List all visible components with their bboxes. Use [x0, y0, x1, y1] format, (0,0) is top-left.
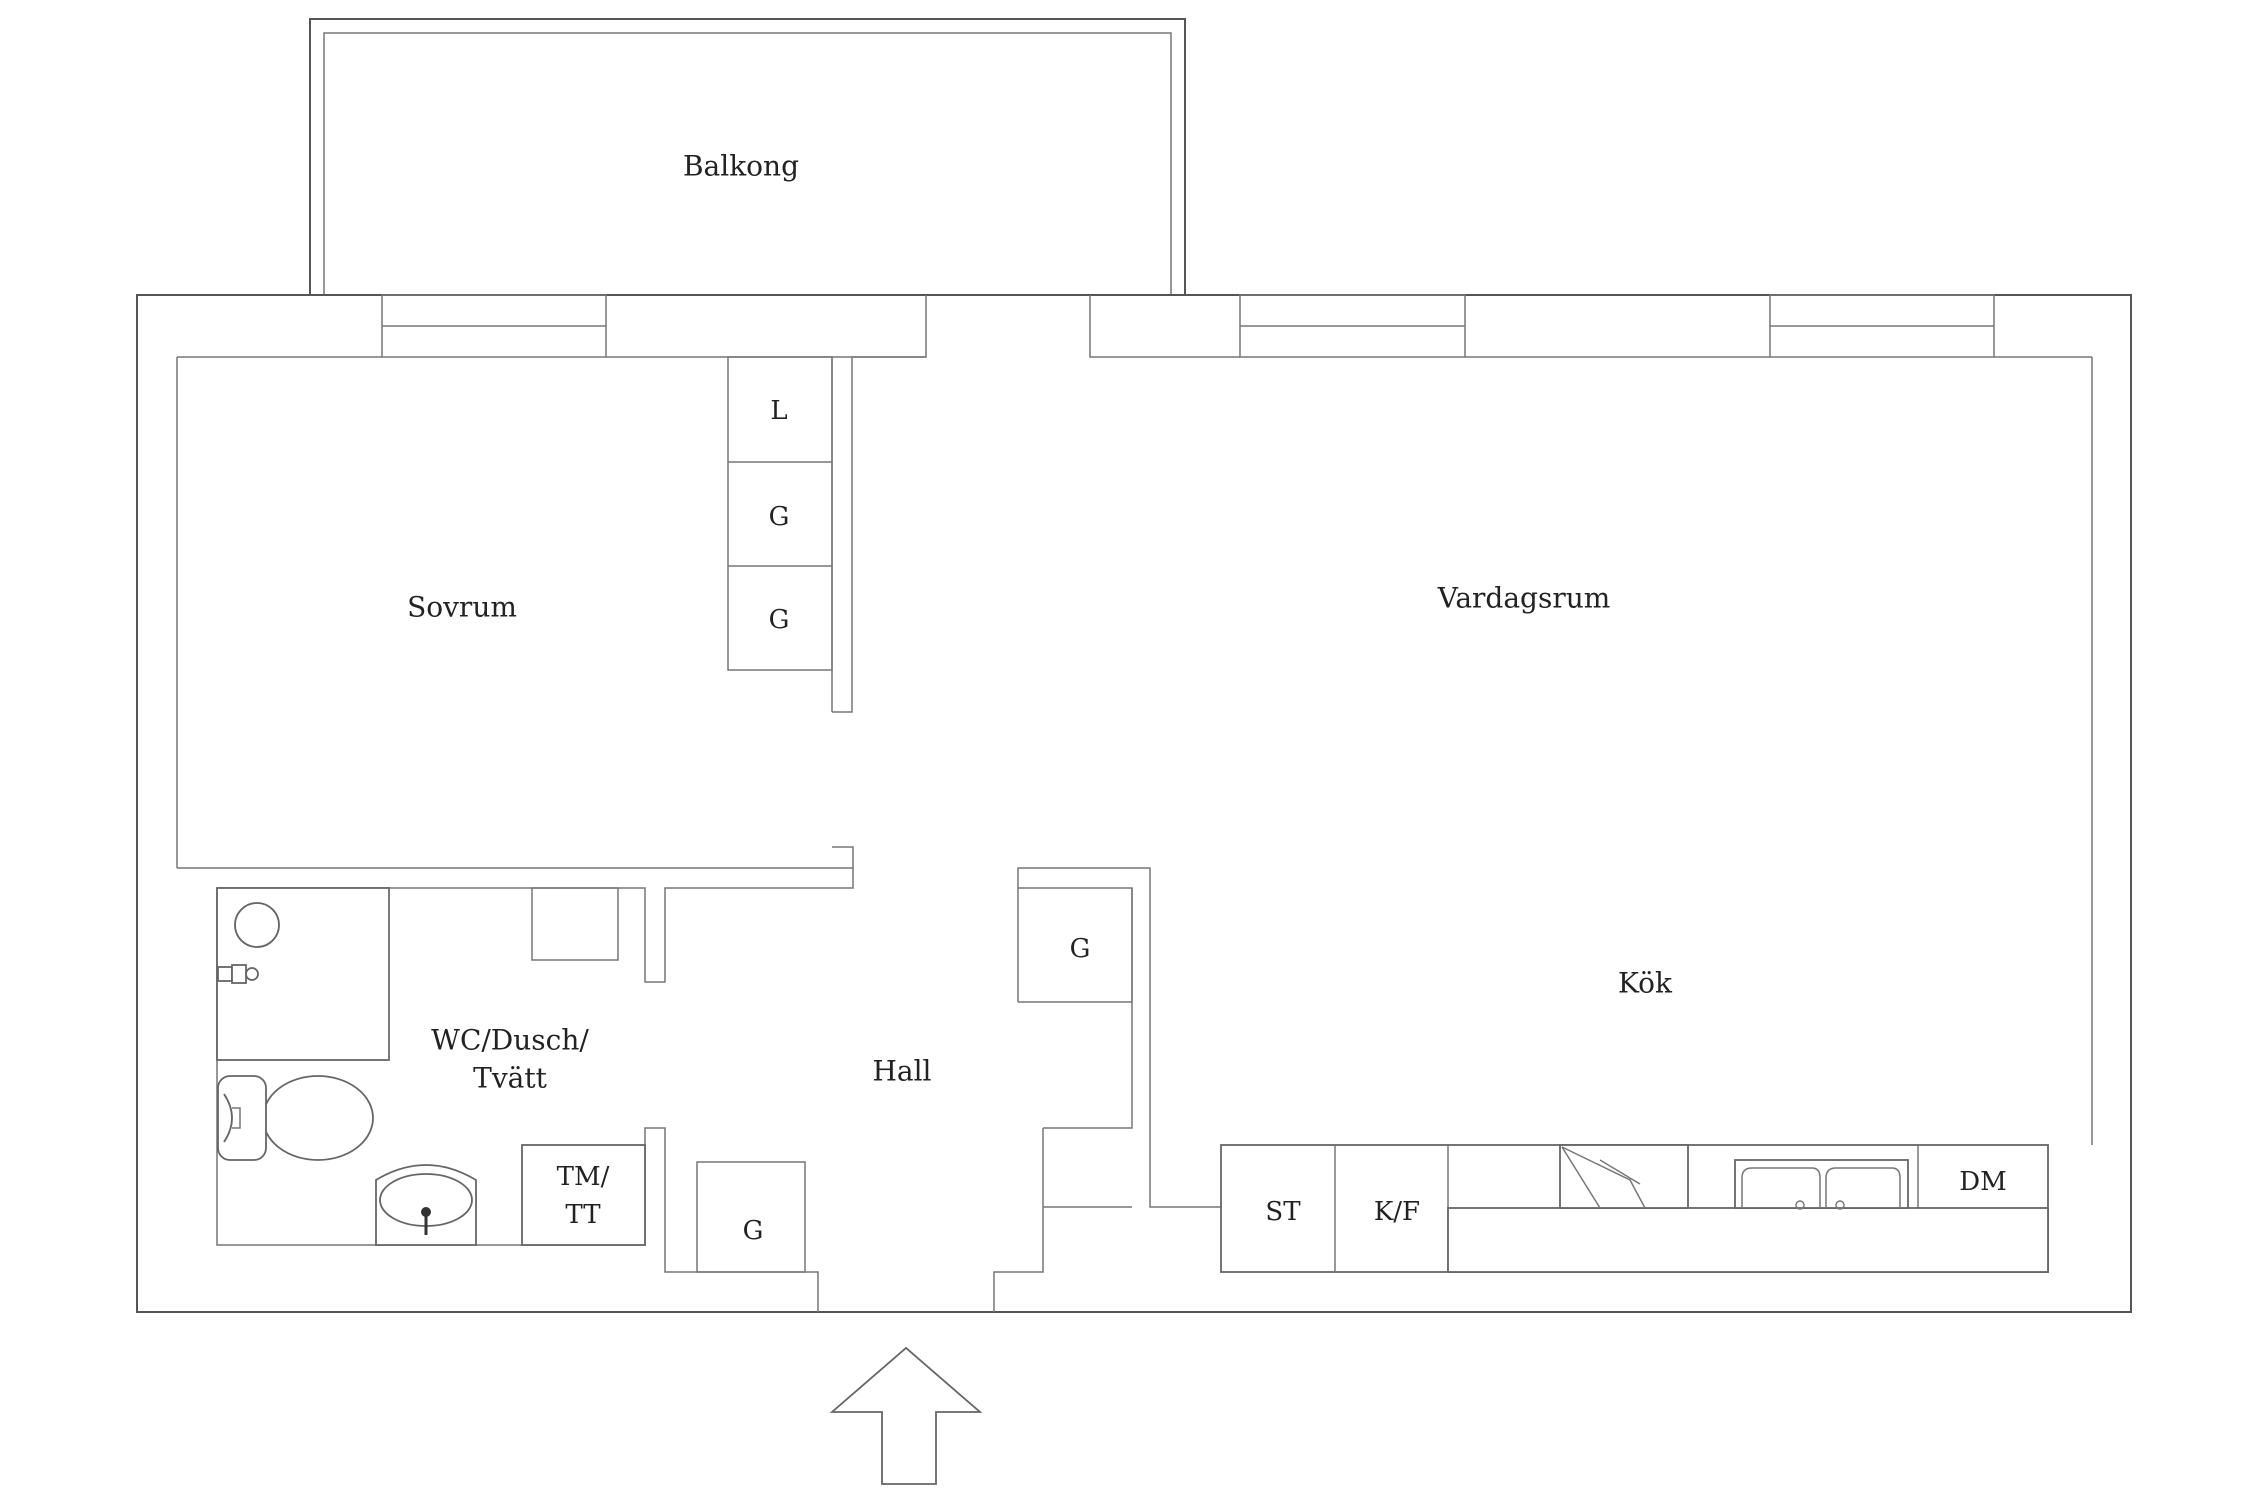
washbasin-icon — [375, 1164, 477, 1246]
closet-label-hall-upper: G — [1070, 934, 1091, 964]
closet-label-g2: G — [769, 605, 790, 635]
room-label-wc-line1: WC/Dusch/ — [431, 1024, 589, 1057]
closet-label-hall-lower: G — [743, 1216, 764, 1246]
appliance-label-tm: TM/ — [557, 1162, 610, 1192]
room-label-balkong: Balkong — [683, 150, 799, 183]
bedroom-walls — [177, 356, 926, 869]
balcony — [309, 18, 1186, 295]
appliance-label-dishwasher: DM — [1959, 1167, 2006, 1197]
washer-dryer — [521, 1144, 646, 1246]
closet-label-l: L — [770, 396, 787, 426]
windows — [381, 294, 1995, 358]
appliance-label-stove: ST — [1265, 1197, 1301, 1227]
room-label-vardagsrum: Vardagsrum — [1437, 582, 1611, 615]
appliance-label-tt: TT — [565, 1200, 601, 1230]
room-label-kok: Kök — [1618, 967, 1673, 1000]
outer-walls — [136, 294, 2132, 1313]
double-sink-icon — [1734, 1159, 1909, 1210]
closet-label-g1: G — [769, 502, 790, 532]
room-label-wc-line2: Tvätt — [473, 1062, 547, 1095]
room-label-hall: Hall — [872, 1055, 931, 1088]
entrance-arrow-icon — [829, 1346, 983, 1485]
toilet-icon — [217, 1075, 374, 1161]
shower-icon — [216, 887, 390, 1061]
appliance-label-fridge: K/F — [1374, 1197, 1420, 1227]
kitchen-counter — [1220, 1144, 2049, 1273]
hall-closets — [696, 1161, 806, 1273]
room-label-sovrum: Sovrum — [407, 591, 517, 624]
